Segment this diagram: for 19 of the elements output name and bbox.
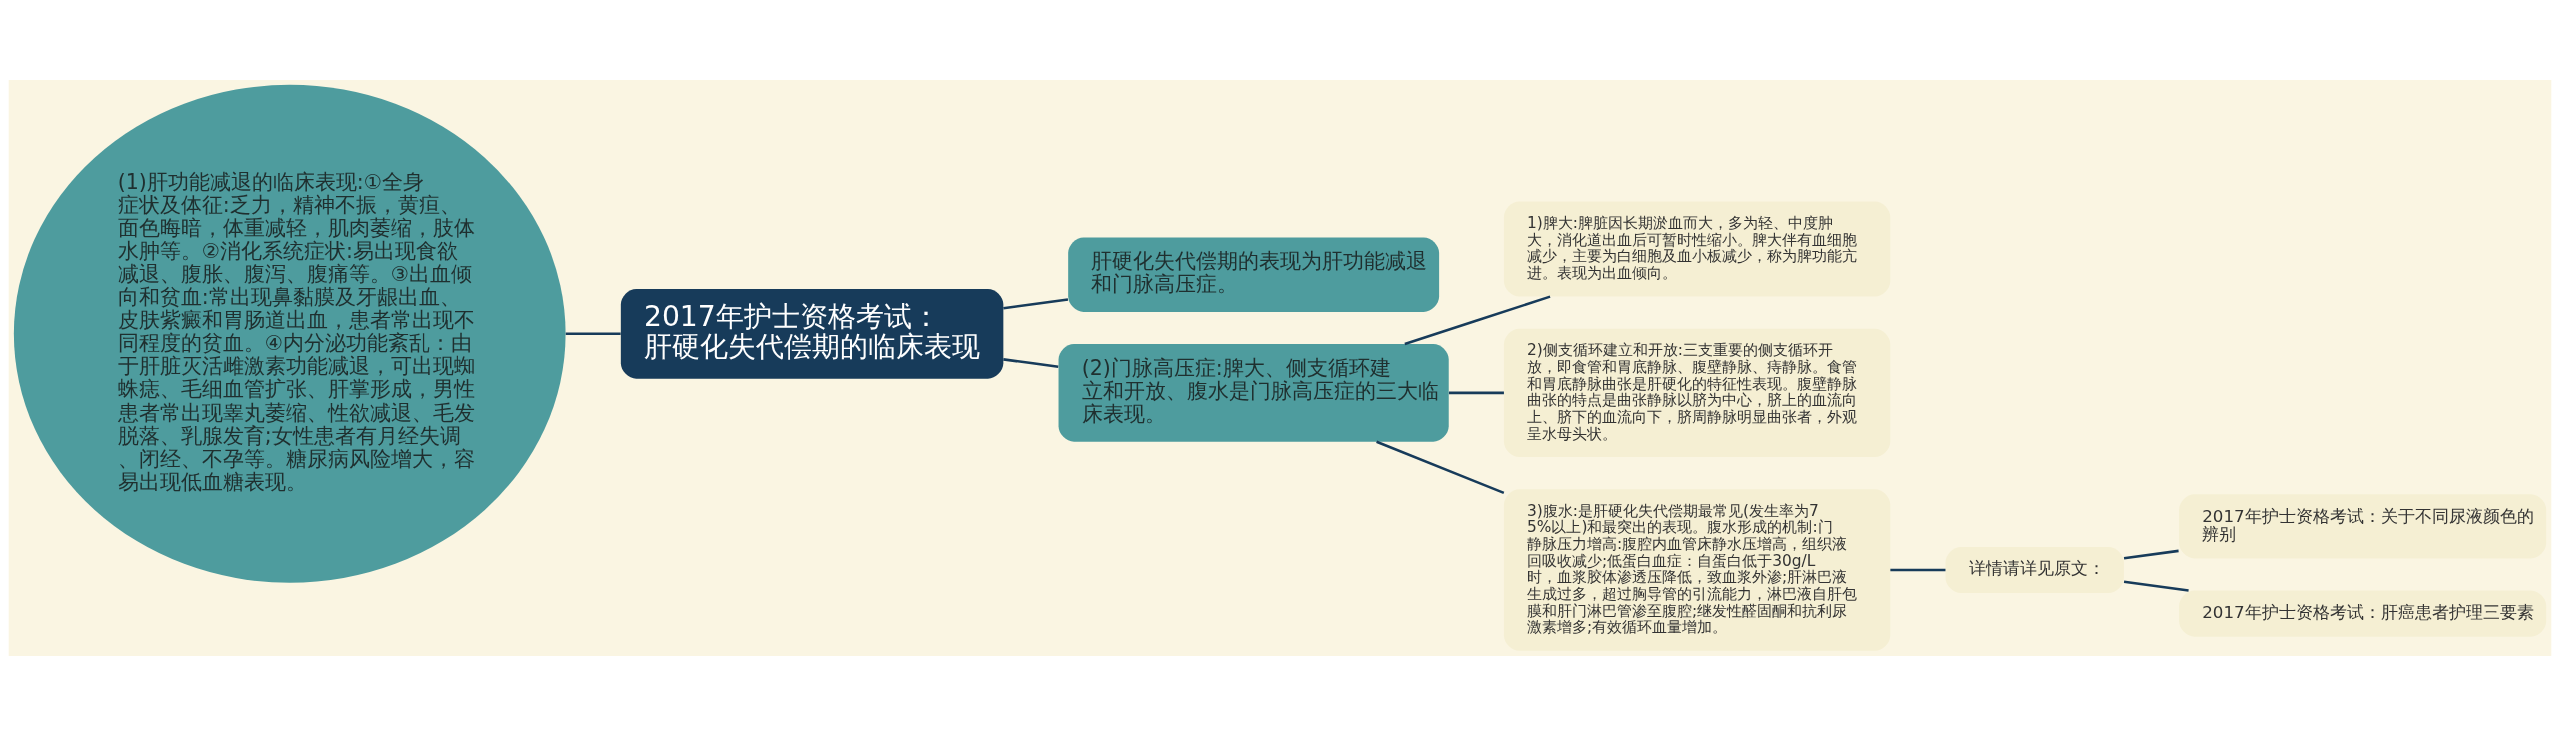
- node-circle: (1)肝功能减退的临床表现:①全身症状及体征:乏力，精神不振，黄疸、面色晦暗，体重减轻，肌肉萎缩，肢体水肿等。②消化系统症状:易出现食欲减退、腹胀、腹泻、腹痛等。③出血倾向和贫血:常出现鼻黏膜及牙龈出血、皮肤紫癜和胃肠道出血，患者常出现不同程度的贫血。④内分泌功能紊乱：由于肝脏灭活雌激素功能减退，可出现蜘蛛痣、毛细血管扩张、肝掌形成，男性患者常出现睾丸萎缩、性欲减退、毛发脱落、乳腺发育;女性患者有月经失调、闭经、不孕等。糖尿病风险增大，容易出现低血糖表现。: [13, 84, 566, 583]
- connector: [2123, 549, 2179, 560]
- node-box: 2)侧支循环建立和开放:三支重要的侧支循环开放，即食管和胃底静脉、腹壁静脉、痔静脉。食管和胃底静脉曲张是肝硬化的特征性表现。腹壁静脉曲张的特点是曲张静脉以脐为中心，脐上的血流向上、脐下的血流向下，脐周静脉明显曲张者，外观呈水母头状。: [1503, 328, 1891, 458]
- connector: [1376, 440, 1505, 495]
- node-box: 1)脾大:脾脏因长期淤血而大，多为轻、中度肿大，消化道出血后可暂时性缩小。脾大伴有血细胞减少，主要为白细胞及血小板减少，称为脾功能亢进。表现为出血倾向。: [1503, 201, 1891, 297]
- connector: [1404, 295, 1551, 346]
- node-box: 2017年护士资格考试：肝硬化失代偿期的临床表现: [620, 288, 1004, 379]
- node-box: 2017年护士资格考试：关于不同尿液颜色的辨别: [2179, 494, 2547, 559]
- node-box: 详情请详见原文：: [1945, 546, 2124, 594]
- connector: [1448, 391, 1504, 395]
- node-box: 3)腹水:是肝硬化失代偿期最常见(发生率为75%以上)和最突出的表现。腹水形成的机制:门静脉压力增高:腹腔内血管床静水压增高，组织液回吸收减少;低蛋白血症：自蛋白低于30g/L时，血浆胶体渗透压降低，致血浆外渗;肝淋巴液生成过多，超过胸导管的引流能力，淋巴液自肝包膜和肝门淋巴管渗至腹腔;继发性醛固酮和抗利尿激素增多;有效循环血量增加。: [1503, 489, 1891, 651]
- node-box: 2017年护士资格考试：肝癌患者护理三要素: [2179, 590, 2547, 637]
- connector: [2123, 580, 2189, 592]
- node-box: (2)门脉高压症:脾大、侧支循环建立和开放、腹水是门脉高压症的三大临床表现。: [1058, 344, 1449, 442]
- connector: [1890, 568, 1946, 572]
- connector: [1003, 298, 1069, 310]
- connector: [565, 332, 621, 336]
- connector: [1003, 358, 1059, 369]
- node-box: 肝硬化失代偿期的表现为肝功能减退和门脉高压症。: [1068, 237, 1440, 312]
